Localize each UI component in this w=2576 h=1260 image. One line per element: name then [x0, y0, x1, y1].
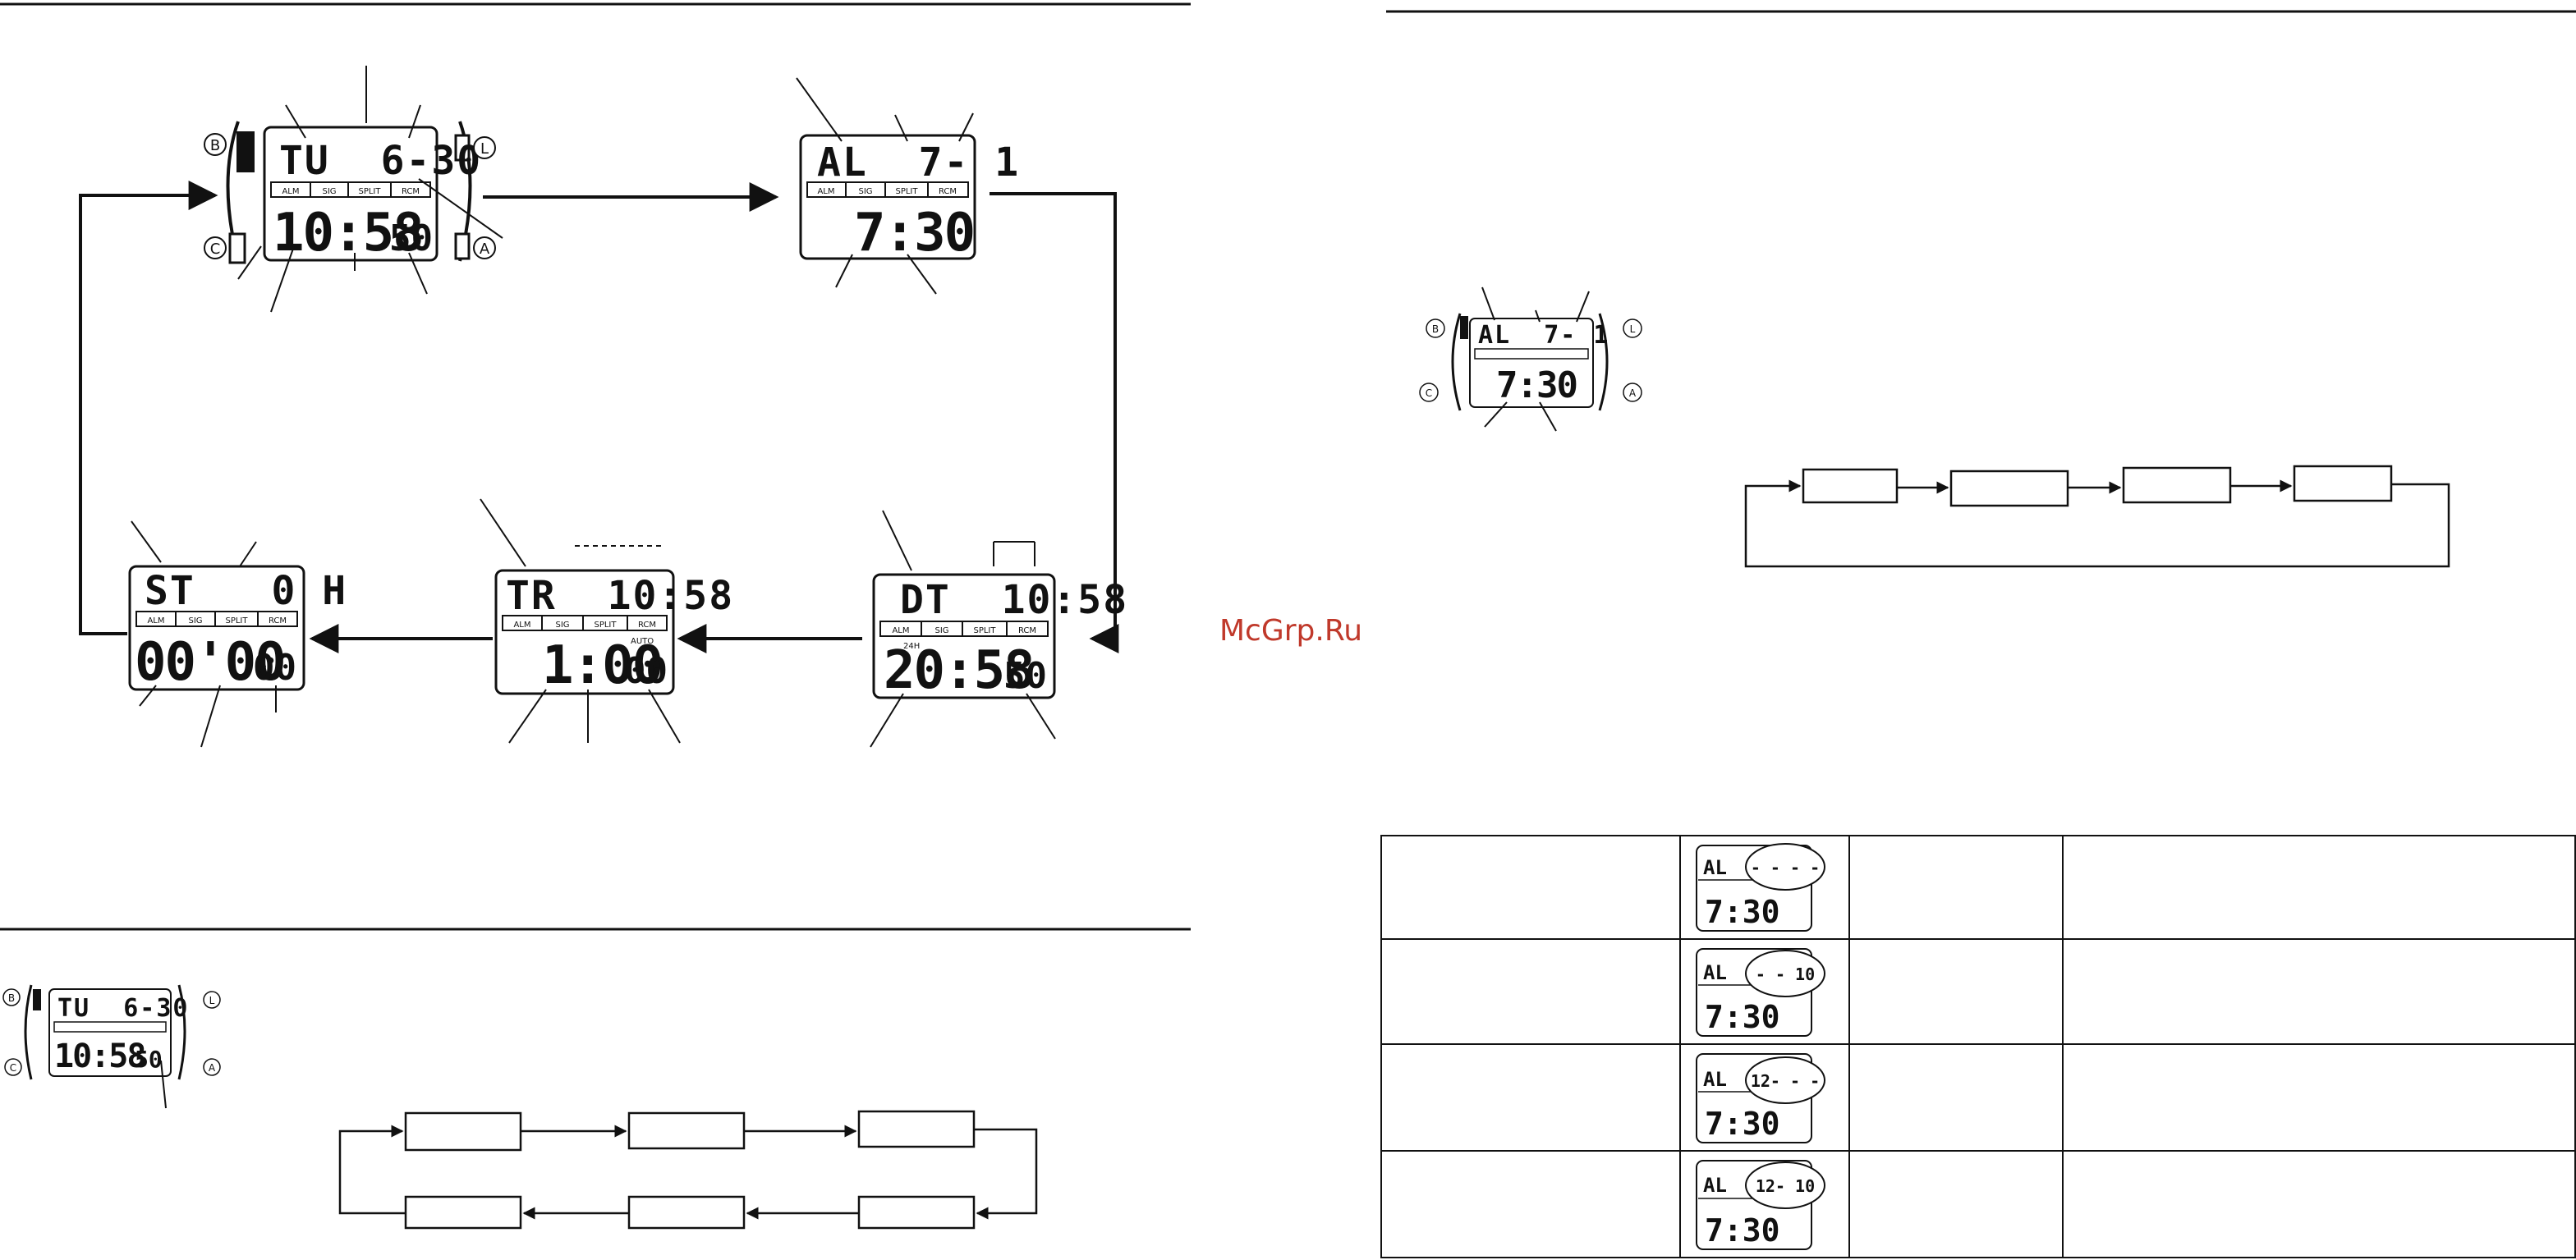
row1-time: 7:30 [1705, 894, 1780, 930]
right-button-c-label: C [1426, 387, 1432, 399]
stopwatch-segment-sig: SIG [188, 616, 202, 625]
small-button-a-label: A [209, 1062, 216, 1074]
timer-segment-alm: ALM [513, 621, 530, 630]
setting-step-box-5 [627, 1195, 746, 1230]
small-top-text: TU 6-30 [57, 994, 190, 1023]
segment-split: SPLIT [358, 187, 381, 196]
stopwatch-segment-rcm: RCM [269, 616, 287, 625]
row2-mode: AL [1703, 961, 1727, 984]
setting-step-box-4 [404, 1195, 522, 1230]
alarm-type-table: AL - - - - 7:30 AL - - 10 7:30 AL 12- - … [1380, 835, 2576, 1258]
button-l-label: L [480, 140, 489, 158]
segment-sig: SIG [322, 187, 336, 196]
timer-seconds: 00 [624, 650, 668, 692]
setting-sequence-diagram [338, 1110, 1038, 1230]
right-button-l-label: L [1630, 323, 1636, 335]
segment-rcm: RCM [402, 187, 420, 196]
timekeeping-top-text: TU 6-30 [279, 138, 482, 184]
row3-setting: 12- - - [1751, 1071, 1820, 1091]
setting-step-box-3 [857, 1110, 976, 1148]
row4-time: 7:30 [1705, 1212, 1780, 1249]
flow-arrow-stopwatch-to-timekeeping [79, 181, 218, 635]
alarm-setting-sequence [1744, 465, 2450, 568]
dual-top-text: DT 10:58 [900, 577, 1128, 623]
alarm-step-box-3 [2122, 466, 2232, 504]
alarm-table-row: AL 12- - - 7:30 [1696, 1053, 1825, 1143]
timer-segment-split: SPLIT [594, 621, 617, 630]
segment-alm: ALM [282, 187, 299, 196]
display-small-alarm: AL 7- 1 7:30 B C L A [1419, 286, 1642, 432]
right-button-b-label: B [1432, 323, 1439, 335]
button-b-label: B [210, 137, 220, 154]
stopwatch-seconds: 00 [253, 647, 296, 689]
alarm-main-time: 7:30 [854, 203, 974, 263]
stopwatch-main-time: 00'00 [135, 632, 285, 693]
small-alarm-top-text: AL 7- 1 [1478, 321, 1610, 350]
dual-24h-tag: 24H [903, 642, 920, 651]
display-dual-time: ALM SIG SPLIT RCM DT 10:58 24H 20:58 50 [870, 510, 1128, 748]
row2-time: 7:30 [1705, 999, 1780, 1035]
stopwatch-segment-split: SPLIT [225, 616, 248, 625]
timekeeping-main-time: 10:58 [273, 203, 423, 263]
display-timer: ALM SIG SPLIT RCM TR 10:58 AUTO 1:00 00 [480, 498, 734, 744]
small-button-c-label: C [10, 1062, 16, 1074]
small-button-l-label: L [209, 995, 215, 1006]
timer-segment-rcm: RCM [638, 621, 656, 630]
setting-step-box-2 [627, 1111, 746, 1150]
alarm-table-row: AL - - 10 7:30 [1696, 948, 1825, 1037]
small-alarm-main-time: 7:30 [1496, 364, 1577, 406]
display-small-timekeeping: TU 6-30 10:58 50 B C L A [2, 984, 221, 1109]
setting-step-box-1 [404, 1111, 522, 1152]
alarm-step-box-2 [1949, 470, 2069, 507]
setting-step-box-6 [857, 1195, 976, 1230]
small-seconds: 50 [135, 1046, 163, 1073]
button-c-label: C [210, 241, 221, 258]
dual-segment-rcm: RCM [1018, 626, 1036, 635]
alarm-top-text: AL 7- 1 [817, 140, 1020, 186]
timer-segment-sig: SIG [555, 621, 569, 630]
dual-seconds: 50 [1003, 655, 1047, 697]
dual-segment-alm: ALM [892, 626, 909, 635]
stopwatch-top-text: ST 0 H [145, 568, 347, 614]
stopwatch-segment-alm: ALM [147, 616, 164, 625]
dual-segment-split: SPLIT [973, 626, 996, 635]
alarm-step-box-4 [2293, 465, 2393, 502]
small-button-b-label: B [8, 992, 15, 1004]
row2-setting: - - 10 [1756, 964, 1815, 984]
alarm-segment-rcm: RCM [939, 187, 957, 196]
row4-mode: AL [1703, 1174, 1727, 1197]
row1-setting: - - - - [1751, 858, 1820, 877]
button-a-label: A [480, 241, 490, 258]
timer-main-time: 1:00 [542, 635, 662, 696]
row1-mode: AL [1703, 856, 1727, 879]
watermark: McGrp.Ru [1219, 614, 1362, 648]
timer-auto-tag: AUTO [631, 637, 654, 646]
right-button-a-label: A [1629, 387, 1637, 399]
dual-main-time: 20:58 [884, 640, 1034, 701]
timer-top-text: TR 10:58 [506, 573, 734, 619]
row3-time: 7:30 [1705, 1106, 1780, 1142]
alarm-segment-sig: SIG [858, 187, 872, 196]
alarm-segment-split: SPLIT [895, 187, 918, 196]
dual-segment-sig: SIG [934, 626, 948, 635]
small-main-time: 10:58 [54, 1038, 145, 1075]
row3-mode: AL [1703, 1068, 1727, 1091]
alarm-table-row: AL - - - - 7:30 [1696, 843, 1825, 932]
alarm-segment-alm: ALM [817, 187, 834, 196]
display-alarm: ALM SIG SPLIT RCM AL 7- 1 7:30 [796, 77, 1020, 295]
row4-setting: 12- 10 [1756, 1176, 1815, 1196]
flow-arrow-alarm-to-dualtime [990, 192, 1119, 653]
display-timekeeping: ALM SIG SPLIT RCM TU 6-30 10:58 50 B C L… [204, 66, 503, 313]
display-stopwatch: ALM SIG SPLIT RCM ST 0 H 00'00 00 [128, 520, 347, 748]
timekeeping-seconds: 50 [389, 218, 433, 259]
alarm-table-row: AL 12- 10 7:30 [1696, 1160, 1825, 1250]
alarm-step-box-1 [1802, 468, 1899, 504]
